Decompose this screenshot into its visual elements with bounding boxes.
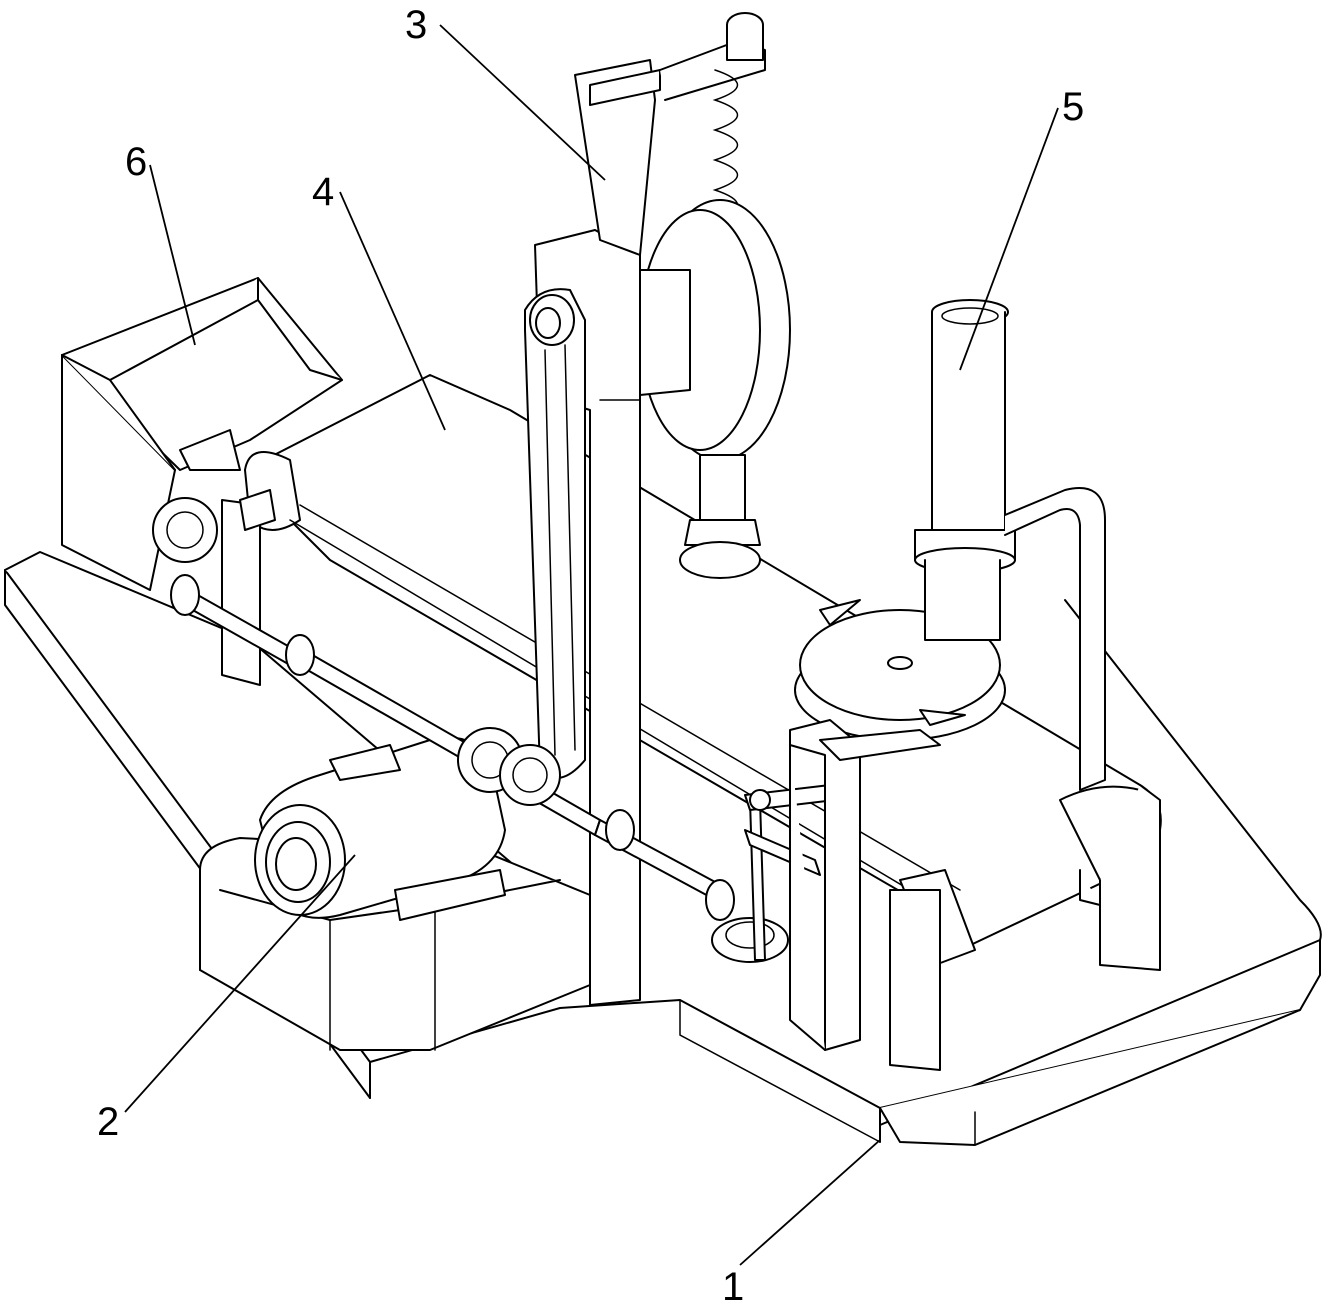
callout-4: 4 <box>312 170 334 214</box>
callout-1: 1 <box>722 1265 744 1309</box>
callout-2: 2 <box>97 1100 119 1144</box>
column-belt-drive <box>525 289 585 778</box>
callout-3: 3 <box>405 3 427 47</box>
callout-5: 5 <box>1062 85 1084 129</box>
feed-tube <box>915 300 1015 640</box>
callout-6: 6 <box>125 140 147 184</box>
